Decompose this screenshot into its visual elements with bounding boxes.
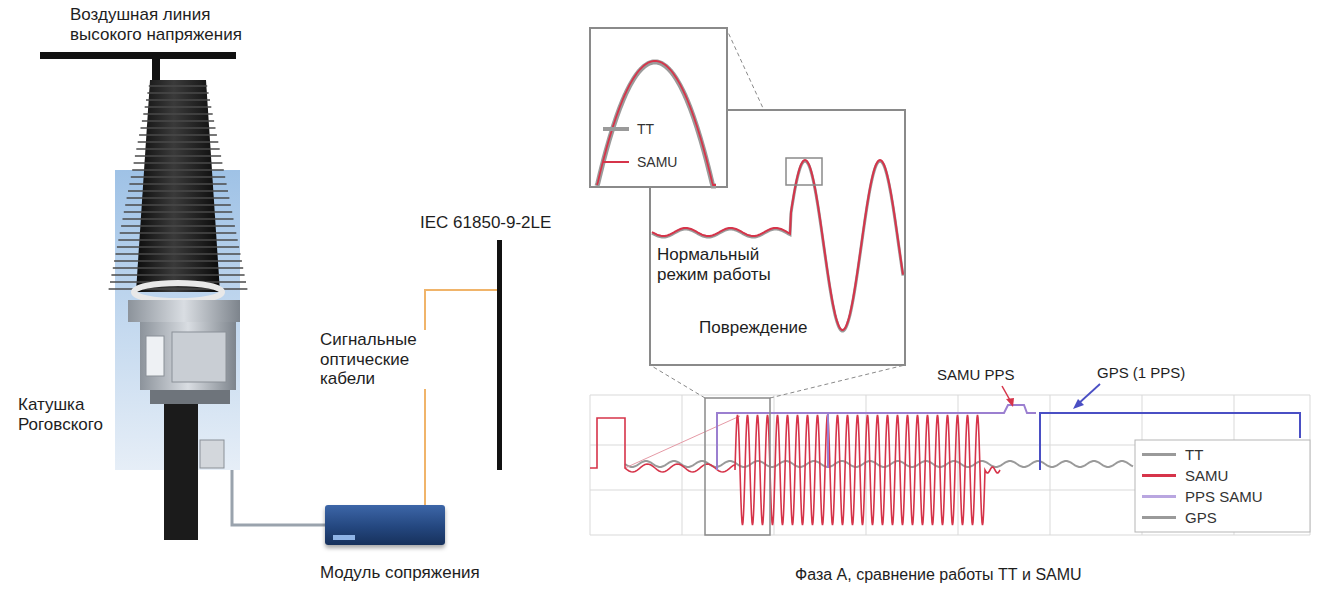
legend-text: GPS [1185,509,1217,526]
signal-cable [232,470,325,525]
insulator-shed [120,232,237,234]
zoom-selection-small [786,158,822,185]
insulator-shed [135,155,221,157]
insulator-shed [147,92,208,94]
insulator-shed [123,218,234,220]
annotation-label: GPS (1 PPS) [1095,364,1187,381]
insulator-shed [131,176,225,178]
annotation-label: Повреждение [697,318,810,338]
iec-bus: IEC 61850-9-2LE [420,213,590,473]
optical-cable [425,290,497,505]
chart-caption: Фаза А, сравнение работы ТТ и SAMU [795,566,1082,584]
module-stripe [333,535,355,540]
insulator-shed [146,99,210,101]
zoom-selection [705,398,770,535]
legend-line-sample [1142,495,1176,498]
inset-box [590,28,727,187]
legend-row: SAMU [603,154,677,170]
insulator-shed [127,197,230,199]
insulator-shed [116,253,241,255]
insulator-shed [129,183,226,185]
legend-line-sample [603,161,629,163]
insulator-shed [113,267,243,269]
insulator-shed [138,141,219,143]
legend-row: GPS [1142,509,1217,526]
legend-row: ТТ [603,121,654,137]
insulator-shed [114,260,242,262]
legend-box [1135,440,1310,532]
annotation-label: Сигнальные оптические кабели [318,330,426,389]
insulator-shed [125,204,231,206]
legend-row: PPS SAMU [1142,488,1263,505]
insulator-shed [139,134,217,136]
interface-module: Модуль сопряжения [320,505,482,585]
legend-line-sample [1142,516,1176,519]
annotation-label: SAMU PPS [935,366,1017,383]
legend-text: PPS SAMU [1185,488,1263,505]
legend-row: ТТ [1142,446,1203,463]
rogowski-coil: Катушка Роговского [15,170,245,470]
legend-text: SAMU [637,154,677,170]
insulator-shed [117,246,239,248]
insulator-shed [142,120,214,122]
legend-line-sample [603,127,629,131]
insulator-shed [118,239,237,241]
insulator-shed [149,85,207,87]
node-text: IEC 61850-9-2LE [420,213,551,233]
insulator-shed [141,127,216,129]
chart-grid [590,395,1310,535]
legend-row: SAMU [1142,467,1228,484]
insulator-shed [145,106,212,108]
bus-bar [497,240,502,470]
inset-tt-trace [597,62,716,186]
legend-text: SAMU [1185,467,1228,484]
insulator-shed [109,288,248,290]
insulator-shed [128,190,228,192]
callout-arrows [1002,384,1100,409]
insulator-shed [136,148,219,150]
ramp-trace [625,416,740,468]
legend-line-sample [1142,453,1176,456]
bushing-photo [40,52,247,540]
legend-line-sample [1142,474,1176,477]
legend-text: ТТ [1185,446,1203,463]
insulator-shed [143,113,212,115]
insulator-shed [121,225,235,227]
legend-text: ТТ [637,121,654,137]
annotation-label: Воздушная линия высокого напряжения [68,5,272,44]
insulator-shed [124,211,232,213]
module-body [325,505,445,545]
node-text: Модуль сопряжения [320,563,480,583]
insulator-shed [134,162,223,164]
inset-samu-trace [597,61,716,185]
node-text: Катушка Роговского [18,395,118,434]
insulator-shed [111,274,244,276]
insulator-shed [132,169,224,171]
pps-samu-trace [717,405,1036,470]
samu-trace [590,415,1000,525]
annotation-label: Нормальный режим работы [655,245,809,284]
